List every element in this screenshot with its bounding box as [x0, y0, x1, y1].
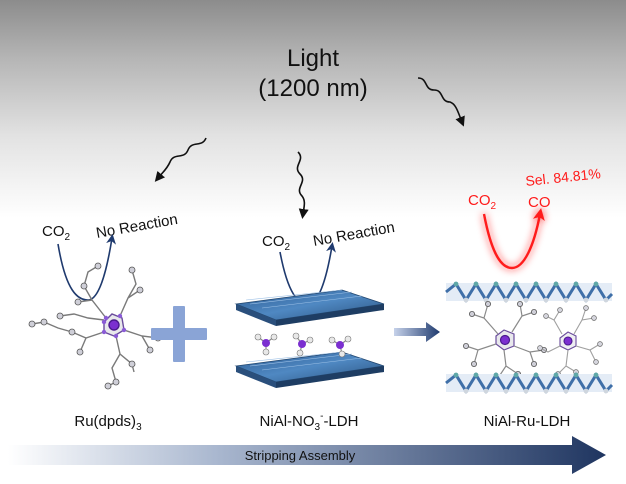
ldh-layer-top — [234, 289, 385, 326]
nitrate-ion — [328, 335, 352, 358]
right-reactant: CO — [468, 192, 491, 209]
svg-text:CO2: CO2 — [262, 233, 291, 253]
wavy-light-arrow-icon — [417, 77, 465, 127]
light-title: Light — [287, 45, 339, 72]
nitrate-ion — [292, 332, 314, 357]
middle-caption-superscript: - — [320, 411, 323, 422]
right-product: CO — [528, 194, 551, 211]
stripping-assembly-arrow: Stripping Assembly — [8, 436, 606, 474]
middle-reactant-subscript: 2 — [285, 242, 291, 253]
active-reaction-arrow — [482, 208, 545, 270]
middle-caption-b: -LDH — [323, 413, 358, 430]
nitrate-ion — [254, 333, 278, 356]
wavy-light-arrow-icon — [154, 137, 207, 182]
middle-caption-a: NiAl-NO — [260, 413, 315, 430]
left-reactant-subscript: 2 — [65, 232, 71, 243]
middle-caption-subscript: 3 — [315, 422, 321, 433]
middle-reactant: CO — [262, 233, 285, 250]
left-caption-subscript: 3 — [136, 422, 142, 433]
selectivity-label: Sel. 84.81% — [525, 165, 602, 189]
ldh-chain-bottom — [445, 372, 614, 394]
right-panel: CO2 CO Sel. 84.81% — [445, 165, 614, 430]
svg-text:CO2: CO2 — [42, 223, 71, 243]
svg-text:Ru(dpds)3: Ru(dpds)3 — [74, 413, 142, 433]
svg-text:CO2: CO2 — [468, 192, 497, 212]
left-reactant: CO — [42, 223, 65, 240]
light-wavelength: (1200 nm) — [258, 75, 367, 102]
right-caption: NiAl-Ru-LDH — [484, 413, 571, 430]
left-caption: Ru(dpds) — [74, 413, 136, 430]
ru-complex-molecule — [28, 262, 172, 390]
svg-text:NiAl-NO3--LDH: NiAl-NO3--LDH — [260, 411, 359, 433]
right-reactant-subscript: 2 — [491, 201, 497, 212]
ldh-layer-bottom — [234, 351, 385, 388]
ldh-chain-top — [445, 281, 614, 303]
wavy-light-arrow-icon — [296, 151, 309, 219]
right-arrow-icon — [394, 322, 440, 342]
plus-icon — [151, 306, 207, 362]
stripping-assembly-label: Stripping Assembly — [245, 448, 356, 463]
